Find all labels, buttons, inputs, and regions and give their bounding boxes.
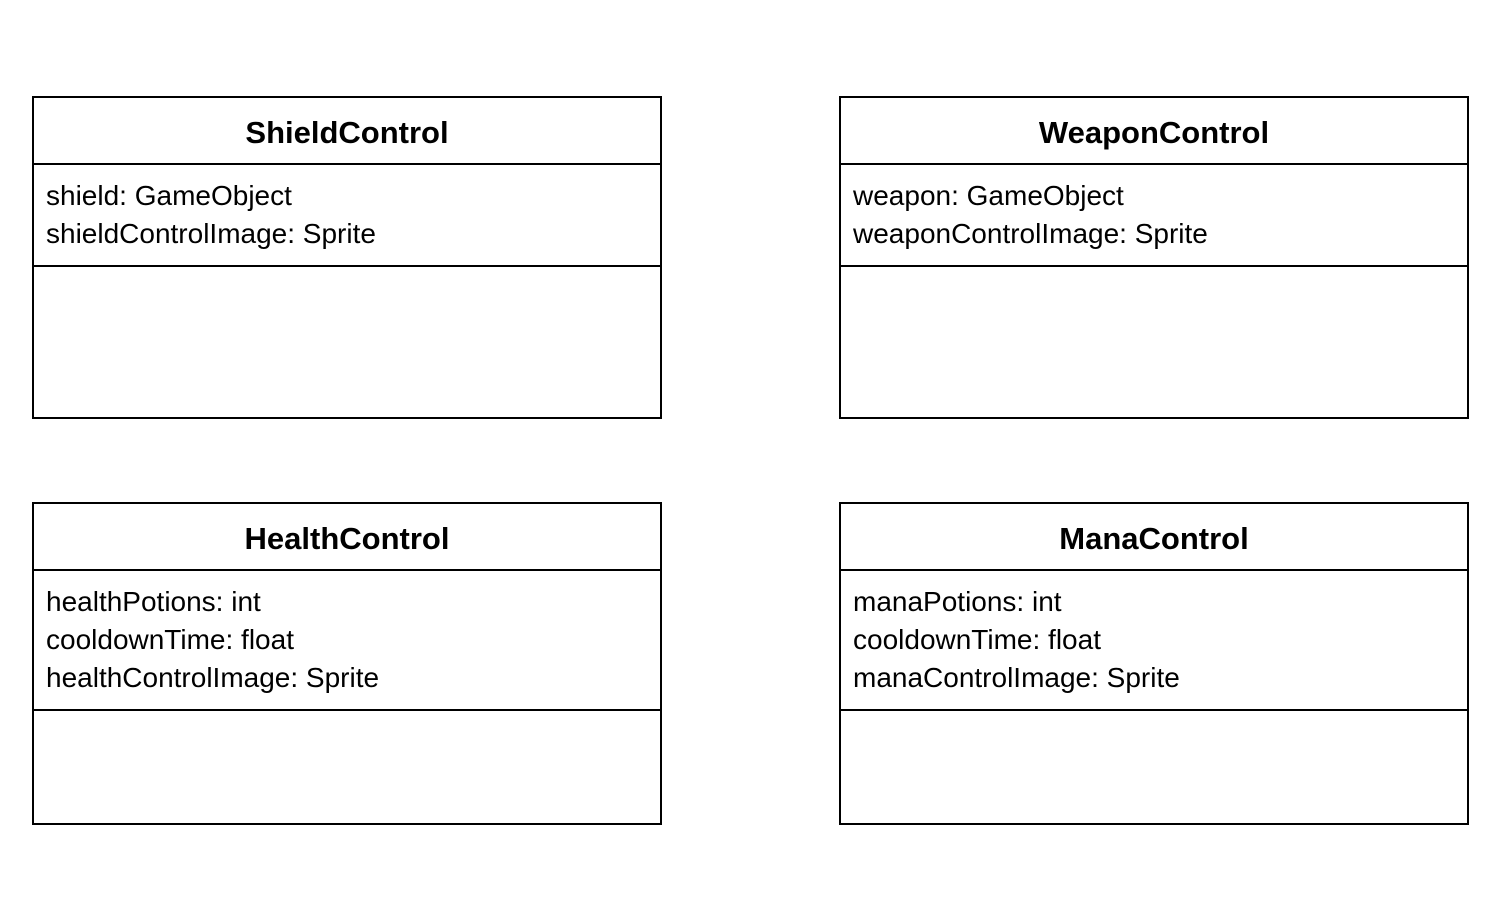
class-name: WeaponControl: [841, 98, 1467, 165]
methods-compartment: [841, 711, 1467, 823]
attribute: healthPotions: int: [46, 586, 261, 617]
attribute: shieldControlImage: Sprite: [46, 218, 376, 249]
class-name: ManaControl: [841, 504, 1467, 571]
attribute: cooldownTime: float: [46, 624, 294, 655]
attributes-compartment: manaPotions: int cooldownTime: float man…: [841, 571, 1467, 711]
attribute: healthControlImage: Sprite: [46, 662, 380, 693]
attributes-compartment: healthPotions: int cooldownTime: float h…: [34, 571, 660, 711]
class-box-health-control[interactable]: HealthControl healthPotions: int cooldow…: [32, 502, 662, 825]
attribute: manaControlImage: Sprite: [853, 662, 1180, 693]
class-name: HealthControl: [34, 504, 660, 571]
attributes-compartment: weapon: GameObject weaponControlImage: S…: [841, 165, 1467, 267]
class-box-mana-control[interactable]: ManaControl manaPotions: int cooldownTim…: [839, 502, 1469, 825]
attribute: weaponControlImage: Sprite: [853, 218, 1208, 249]
attributes-compartment: shield: GameObject shieldControlImage: S…: [34, 165, 660, 267]
attribute: cooldownTime: float: [853, 624, 1101, 655]
class-box-shield-control[interactable]: ShieldControl shield: GameObject shieldC…: [32, 96, 662, 419]
attribute: shield: GameObject: [46, 180, 292, 211]
attribute: weapon: GameObject: [853, 180, 1124, 211]
attribute: manaPotions: int: [853, 586, 1062, 617]
class-name: ShieldControl: [34, 98, 660, 165]
class-box-weapon-control[interactable]: WeaponControl weapon: GameObject weaponC…: [839, 96, 1469, 419]
methods-compartment: [34, 711, 660, 823]
methods-compartment: [841, 267, 1467, 417]
methods-compartment: [34, 267, 660, 417]
